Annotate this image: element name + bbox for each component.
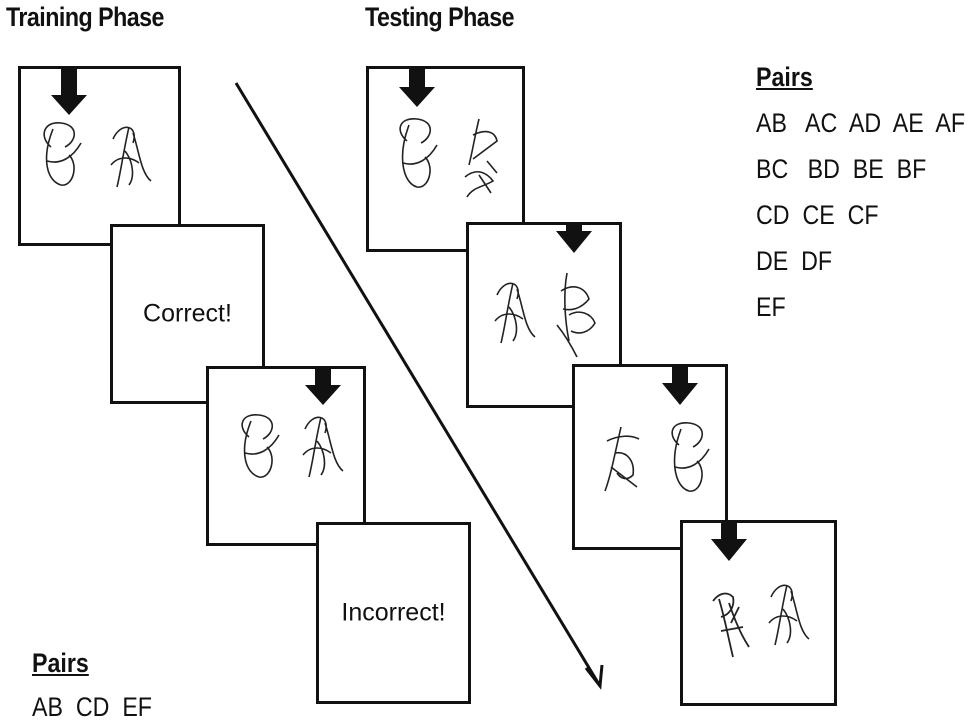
feedback-incorrect-card: Incorrect! xyxy=(316,522,471,704)
symbol-b xyxy=(110,126,152,188)
down-arrow-icon xyxy=(51,69,87,115)
down-arrow-icon xyxy=(305,369,341,405)
down-arrow-icon xyxy=(662,367,698,405)
testing-trial-1 xyxy=(366,66,525,252)
training-trial-1-stimuli xyxy=(43,69,152,188)
symbol-a xyxy=(43,122,82,186)
testing-pairs-row: DE DF xyxy=(756,246,833,276)
testing-trial-3-stimuli xyxy=(604,367,710,492)
feedback-correct-text: Correct! xyxy=(143,299,232,328)
down-arrow-icon xyxy=(556,225,592,253)
training-pairs-title: Pairs xyxy=(32,648,89,678)
testing-trial-4 xyxy=(680,520,837,706)
symbol-a xyxy=(399,118,438,188)
symbol-f xyxy=(712,592,750,658)
symbol-c xyxy=(464,118,498,198)
testing-pairs-row: AB AC AD AE AF xyxy=(756,108,966,138)
testing-trial-1-stimuli xyxy=(399,69,498,198)
training-trial-1 xyxy=(18,66,181,246)
testing-pairs-row: BC BD BE BF xyxy=(756,154,927,184)
testing-phase-heading: Testing Phase xyxy=(365,2,515,32)
training-phase-heading: Training Phase xyxy=(6,2,164,32)
feedback-correct-card: Correct! xyxy=(110,224,265,404)
training-trial-2-stimuli xyxy=(241,369,344,478)
symbol-b xyxy=(302,416,344,478)
testing-trial-4-stimuli xyxy=(711,523,810,658)
symbol-e xyxy=(604,426,640,492)
testing-pairs-row: CD CE CF xyxy=(756,200,879,230)
down-arrow-icon xyxy=(399,69,435,107)
symbol-d xyxy=(556,272,596,358)
training-trial-2 xyxy=(206,366,366,546)
symbol-b xyxy=(768,584,810,646)
testing-trial-2-stimuli xyxy=(494,225,596,358)
training-pairs-row: AB CD EF xyxy=(32,692,152,722)
down-arrow-icon xyxy=(711,523,747,561)
testing-trial-3 xyxy=(572,364,728,550)
symbol-a xyxy=(241,414,280,478)
symbol-b xyxy=(494,282,536,344)
symbol-a xyxy=(671,422,710,492)
feedback-incorrect-text: Incorrect! xyxy=(341,598,446,627)
testing-pairs-row: EF xyxy=(756,292,786,322)
testing-pairs-title: Pairs xyxy=(756,62,813,92)
